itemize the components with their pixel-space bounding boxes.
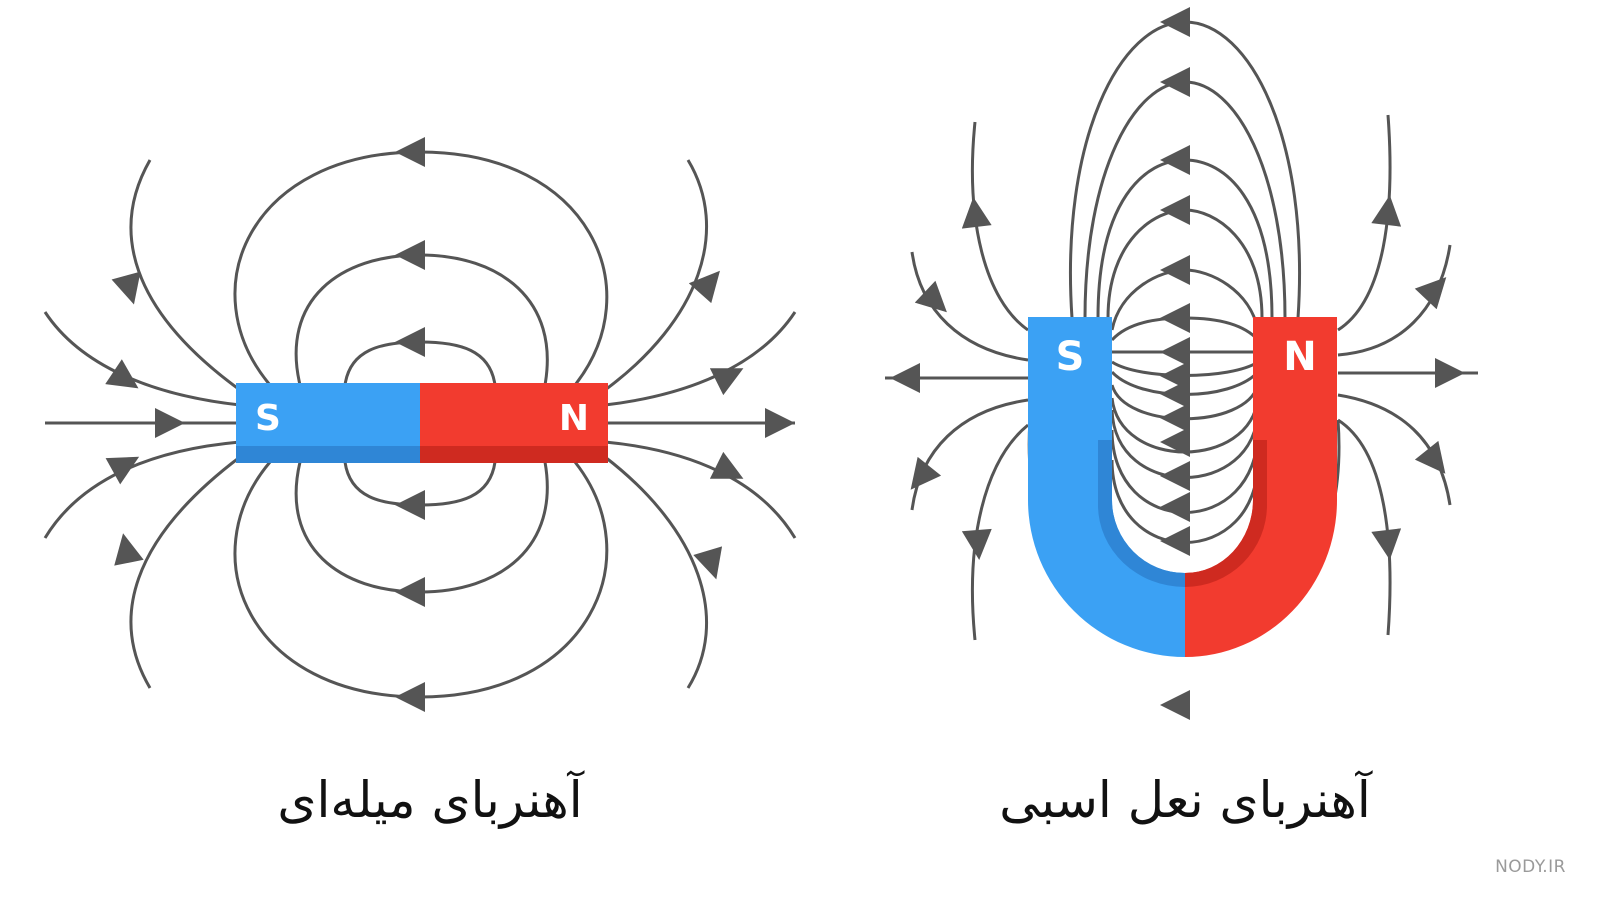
- field-line: [129, 455, 241, 689]
- field-line: [1110, 397, 1260, 454]
- field-line: [343, 340, 497, 386]
- field-line: [1110, 459, 1260, 544]
- field-line: [1337, 244, 1452, 357]
- bar-north-label: N: [559, 398, 589, 439]
- field-line: [233, 150, 609, 386]
- arrow-icon: [693, 546, 723, 580]
- field-line: [604, 440, 797, 539]
- field-line: [1111, 360, 1259, 377]
- field-line: [294, 461, 549, 594]
- horseshoe-magnet: S N: [1028, 317, 1337, 657]
- bar-magnet-caption: آهنربای میله‌ای: [277, 771, 583, 829]
- field-line: [1096, 158, 1274, 319]
- arrow-icon: [688, 270, 720, 304]
- field-line: [343, 461, 497, 507]
- field-line: [1337, 393, 1452, 506]
- bar-magnet: S N: [236, 383, 608, 463]
- arrow-icon: [114, 533, 144, 566]
- field-line: [294, 253, 549, 386]
- field-line: [1110, 429, 1260, 514]
- field-line: [604, 311, 797, 407]
- horseshoe-magnet-field-lines: [885, 20, 1478, 647]
- field-line: [1110, 316, 1260, 342]
- horseshoe-magnet-caption: آهنربای نعل اسبی: [999, 771, 1371, 829]
- field-line: [604, 455, 708, 689]
- bar-south-label: S: [255, 398, 281, 439]
- watermark: NODY.IR: [1495, 857, 1566, 877]
- field-line: [43, 311, 241, 407]
- field-line: [129, 159, 241, 392]
- field-line: [910, 398, 1029, 511]
- horseshoe-south-label: S: [1056, 334, 1085, 380]
- arrow-icon: [111, 271, 141, 305]
- field-line: [233, 461, 609, 699]
- field-line: [1337, 418, 1392, 636]
- field-line: [604, 159, 708, 392]
- field-line: [1110, 384, 1260, 421]
- field-line: [970, 121, 1029, 332]
- field-line: [1337, 114, 1392, 332]
- field-line: [910, 251, 1029, 362]
- field-line: [1083, 80, 1287, 319]
- field-line: [1110, 268, 1260, 331]
- horseshoe-north-label: N: [1283, 334, 1316, 380]
- field-line: [970, 423, 1029, 641]
- field-line: [1106, 208, 1264, 319]
- field-line: [43, 440, 241, 539]
